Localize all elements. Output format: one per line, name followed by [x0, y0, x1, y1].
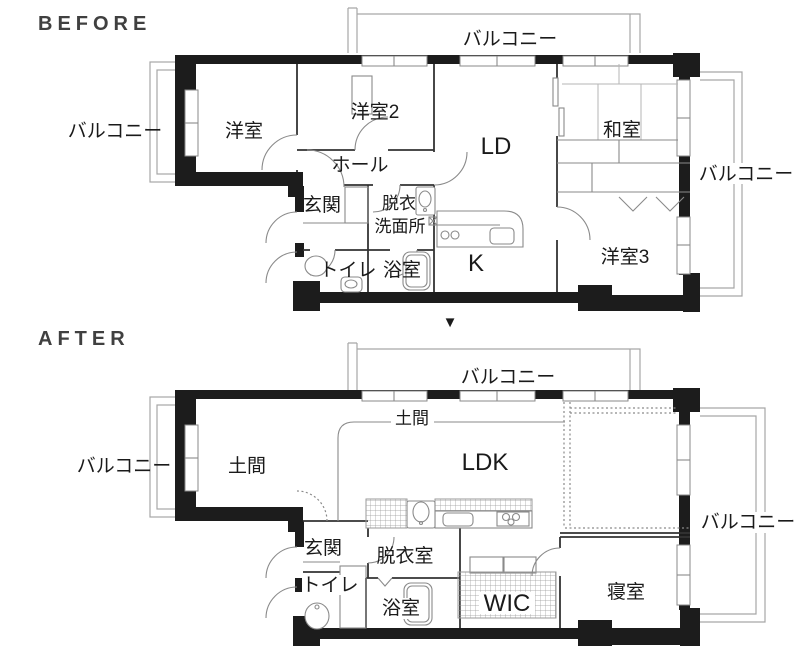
room-label-wic: WIC [484, 590, 531, 617]
divider-arrow-icon: ▼ [443, 314, 458, 331]
room-label-toilet: トイレ [319, 260, 376, 281]
kitchen-counter-icon [365, 498, 533, 529]
room-label-doma-room: 土間 [228, 455, 266, 477]
before-balcony-outlines [149, 7, 743, 297]
room-label-genkan: 玄関 [304, 537, 342, 559]
room-label-balcony-right: バルコニー [699, 164, 794, 185]
room-label-hall: ホール [331, 155, 388, 176]
kitchen-counter-icon [436, 210, 524, 248]
before-walls [175, 53, 700, 312]
room-label-balcony-right: バルコニー [701, 512, 796, 533]
room-label-genkan: 玄関 [303, 194, 341, 216]
washer-pan-icon [428, 216, 438, 226]
room-label-bath: 浴室 [383, 259, 421, 281]
after-windows [184, 390, 691, 606]
before-windows [184, 55, 691, 275]
toilet-icon [304, 255, 363, 293]
room-label-balcony-top: バルコニー [461, 367, 556, 388]
before-plan: BEFORE バルコニー バルコニー バルコニー 洋室 洋室2 ホール LD 和… [38, 7, 798, 312]
bathtub-icon [402, 251, 431, 291]
after-plan: AFTER バルコニー バルコニー バルコニー 土間 土間 LDK 玄関 脱衣室… [38, 328, 799, 646]
after-title: AFTER [38, 328, 130, 350]
room-label-kitchen: K [468, 250, 484, 277]
after-door-arcs [265, 490, 561, 619]
room-label-ld: LD [481, 133, 512, 160]
room-label-datsui-2: 洗面所 [375, 217, 426, 236]
before-labels: BEFORE バルコニー バルコニー バルコニー 洋室 洋室2 ホール LD 和… [38, 13, 798, 281]
room-label-yoshitsu: 洋室 [225, 120, 263, 142]
room-label-doma-strip: 土間 [395, 409, 429, 428]
washbasin-icon [415, 186, 436, 216]
room-label-toilet: トイレ [301, 575, 358, 596]
after-labels: AFTER バルコニー バルコニー バルコニー 土間 土間 LDK 玄関 脱衣室… [38, 328, 799, 619]
after-interior-walls [303, 520, 690, 628]
after-balcony-outlines [149, 342, 766, 623]
room-label-datsui: 脱衣室 [376, 545, 433, 567]
room-label-washitsu: 和室 [603, 119, 641, 141]
washbasin-icon [406, 500, 436, 529]
room-label-bath: 浴室 [382, 597, 420, 619]
room-label-bedroom: 寝室 [607, 581, 645, 603]
room-label-balcony-left: バルコニー [77, 456, 172, 477]
before-fixtures [304, 186, 524, 293]
room-label-ldk: LDK [462, 449, 509, 476]
before-room-details [303, 64, 690, 224]
toilet-icon [304, 602, 330, 630]
room-label-datsui-1: 脱衣 [382, 194, 416, 213]
room-label-yoshitsu2: 洋室2 [351, 101, 400, 123]
before-title: BEFORE [38, 13, 151, 35]
room-label-balcony-left: バルコニー [68, 121, 163, 142]
room-label-yoshitsu3: 洋室3 [601, 246, 650, 268]
before-interior-walls [296, 64, 558, 292]
room-label-balcony-top: バルコニー [463, 29, 558, 50]
